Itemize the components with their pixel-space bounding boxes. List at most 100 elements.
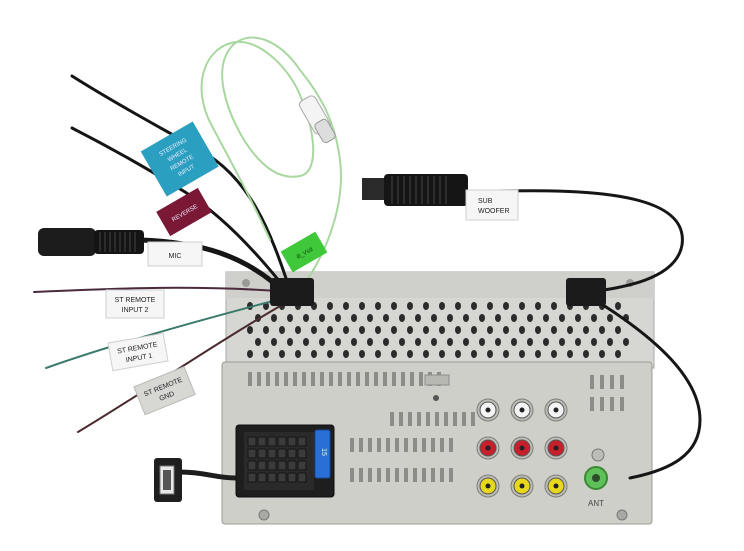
panel-rib (374, 372, 378, 386)
vent-hole (519, 350, 525, 358)
vent-hole (407, 302, 413, 310)
connector-pin (247, 448, 257, 459)
panel-rib (359, 438, 363, 452)
panel-rib (431, 438, 435, 452)
vent-hole (551, 350, 557, 358)
panel-rib (590, 397, 594, 411)
vent-hole (247, 350, 253, 358)
panel-rib (284, 372, 288, 386)
connector-pin (267, 460, 277, 471)
subwoofer-rca-plug (362, 174, 468, 206)
connector-pin (287, 436, 297, 447)
connector-pin (297, 460, 307, 471)
vent-hole (279, 350, 285, 358)
panel-rib (404, 468, 408, 482)
panel-rib (275, 372, 279, 386)
vent-hole (487, 326, 493, 334)
vent-hole (359, 326, 365, 334)
rca-jack-pin (485, 407, 491, 413)
vent-hole (535, 350, 541, 358)
vent-hole (247, 326, 253, 334)
st-remote-input-2-line-2: INPUT 2 (122, 307, 149, 314)
vent-hole (271, 314, 277, 322)
vent-hole (567, 350, 573, 358)
connector-pin (277, 436, 287, 447)
panel-rib (350, 438, 354, 452)
vent-hole (495, 314, 501, 322)
vent-hole (311, 350, 317, 358)
st-remote-input-1-line-2: INPUT 1 (125, 353, 153, 365)
connector-pin (267, 448, 277, 459)
panel-rib (413, 468, 417, 482)
vent-hole (327, 326, 333, 334)
connector-pin (277, 460, 287, 471)
vent-hole (583, 326, 589, 334)
vent-hole (303, 314, 309, 322)
cable-grommet-right (566, 278, 606, 306)
vent-hole (559, 314, 565, 322)
panel-rib (320, 372, 324, 386)
vent-hole (311, 326, 317, 334)
vent-hole (455, 302, 461, 310)
vent-hole (615, 350, 621, 358)
connector-pin (297, 472, 307, 483)
panel-rib (422, 468, 426, 482)
panel-rib (408, 412, 412, 426)
vent-hole (351, 314, 357, 322)
panel-rib (359, 468, 363, 482)
vent-hole (367, 338, 373, 346)
vent-hole (519, 326, 525, 334)
vent-hole (447, 314, 453, 322)
connector-pin (247, 460, 257, 471)
connector-pin (267, 472, 277, 483)
vent-hole (543, 314, 549, 322)
vent-hole (575, 338, 581, 346)
panel-rib (417, 412, 421, 426)
vent-hole (327, 302, 333, 310)
vent-hole (303, 338, 309, 346)
panel-rib (356, 372, 360, 386)
panel-rib (422, 438, 426, 452)
rca-jack-pin (553, 445, 559, 451)
vent-hole (535, 302, 541, 310)
vent-hole (343, 326, 349, 334)
vent-hole (583, 350, 589, 358)
sub-woofer-label-line-2: WOOFER (478, 208, 510, 215)
panel-rib (404, 438, 408, 452)
rca-jack-pin (519, 407, 525, 413)
vent-hole (295, 350, 301, 358)
ant-label: ANT (588, 499, 604, 508)
vent-hole (383, 338, 389, 346)
fuse (314, 429, 331, 479)
panel-rib (419, 372, 423, 386)
vent-hole (375, 326, 381, 334)
vent-hole (519, 302, 525, 310)
vent-hole (471, 350, 477, 358)
vent-hole (295, 326, 301, 334)
vent-hole (439, 302, 445, 310)
antenna-port (584, 448, 608, 490)
mic-plug (38, 228, 144, 256)
vent-hole (527, 338, 533, 346)
panel-rib (368, 438, 372, 452)
panel-rib (444, 412, 448, 426)
vent-hole (271, 338, 277, 346)
vent-hole (471, 302, 477, 310)
rca-jacks (476, 398, 568, 498)
wires (33, 36, 702, 480)
vent-hole (407, 350, 413, 358)
panel-rib (390, 412, 394, 426)
vent-hole (575, 314, 581, 322)
vent-hole (487, 350, 493, 358)
vent-hole (543, 338, 549, 346)
panel-rib (302, 372, 306, 386)
vent-hole (359, 350, 365, 358)
vent-hole (471, 326, 477, 334)
vent-hole (335, 314, 341, 322)
usb-plug (154, 458, 237, 502)
vent-hole (479, 314, 485, 322)
fuse-label: 15 (320, 448, 327, 456)
connector-pin (287, 472, 297, 483)
vent-hole (591, 338, 597, 346)
vent-hole (399, 314, 405, 322)
